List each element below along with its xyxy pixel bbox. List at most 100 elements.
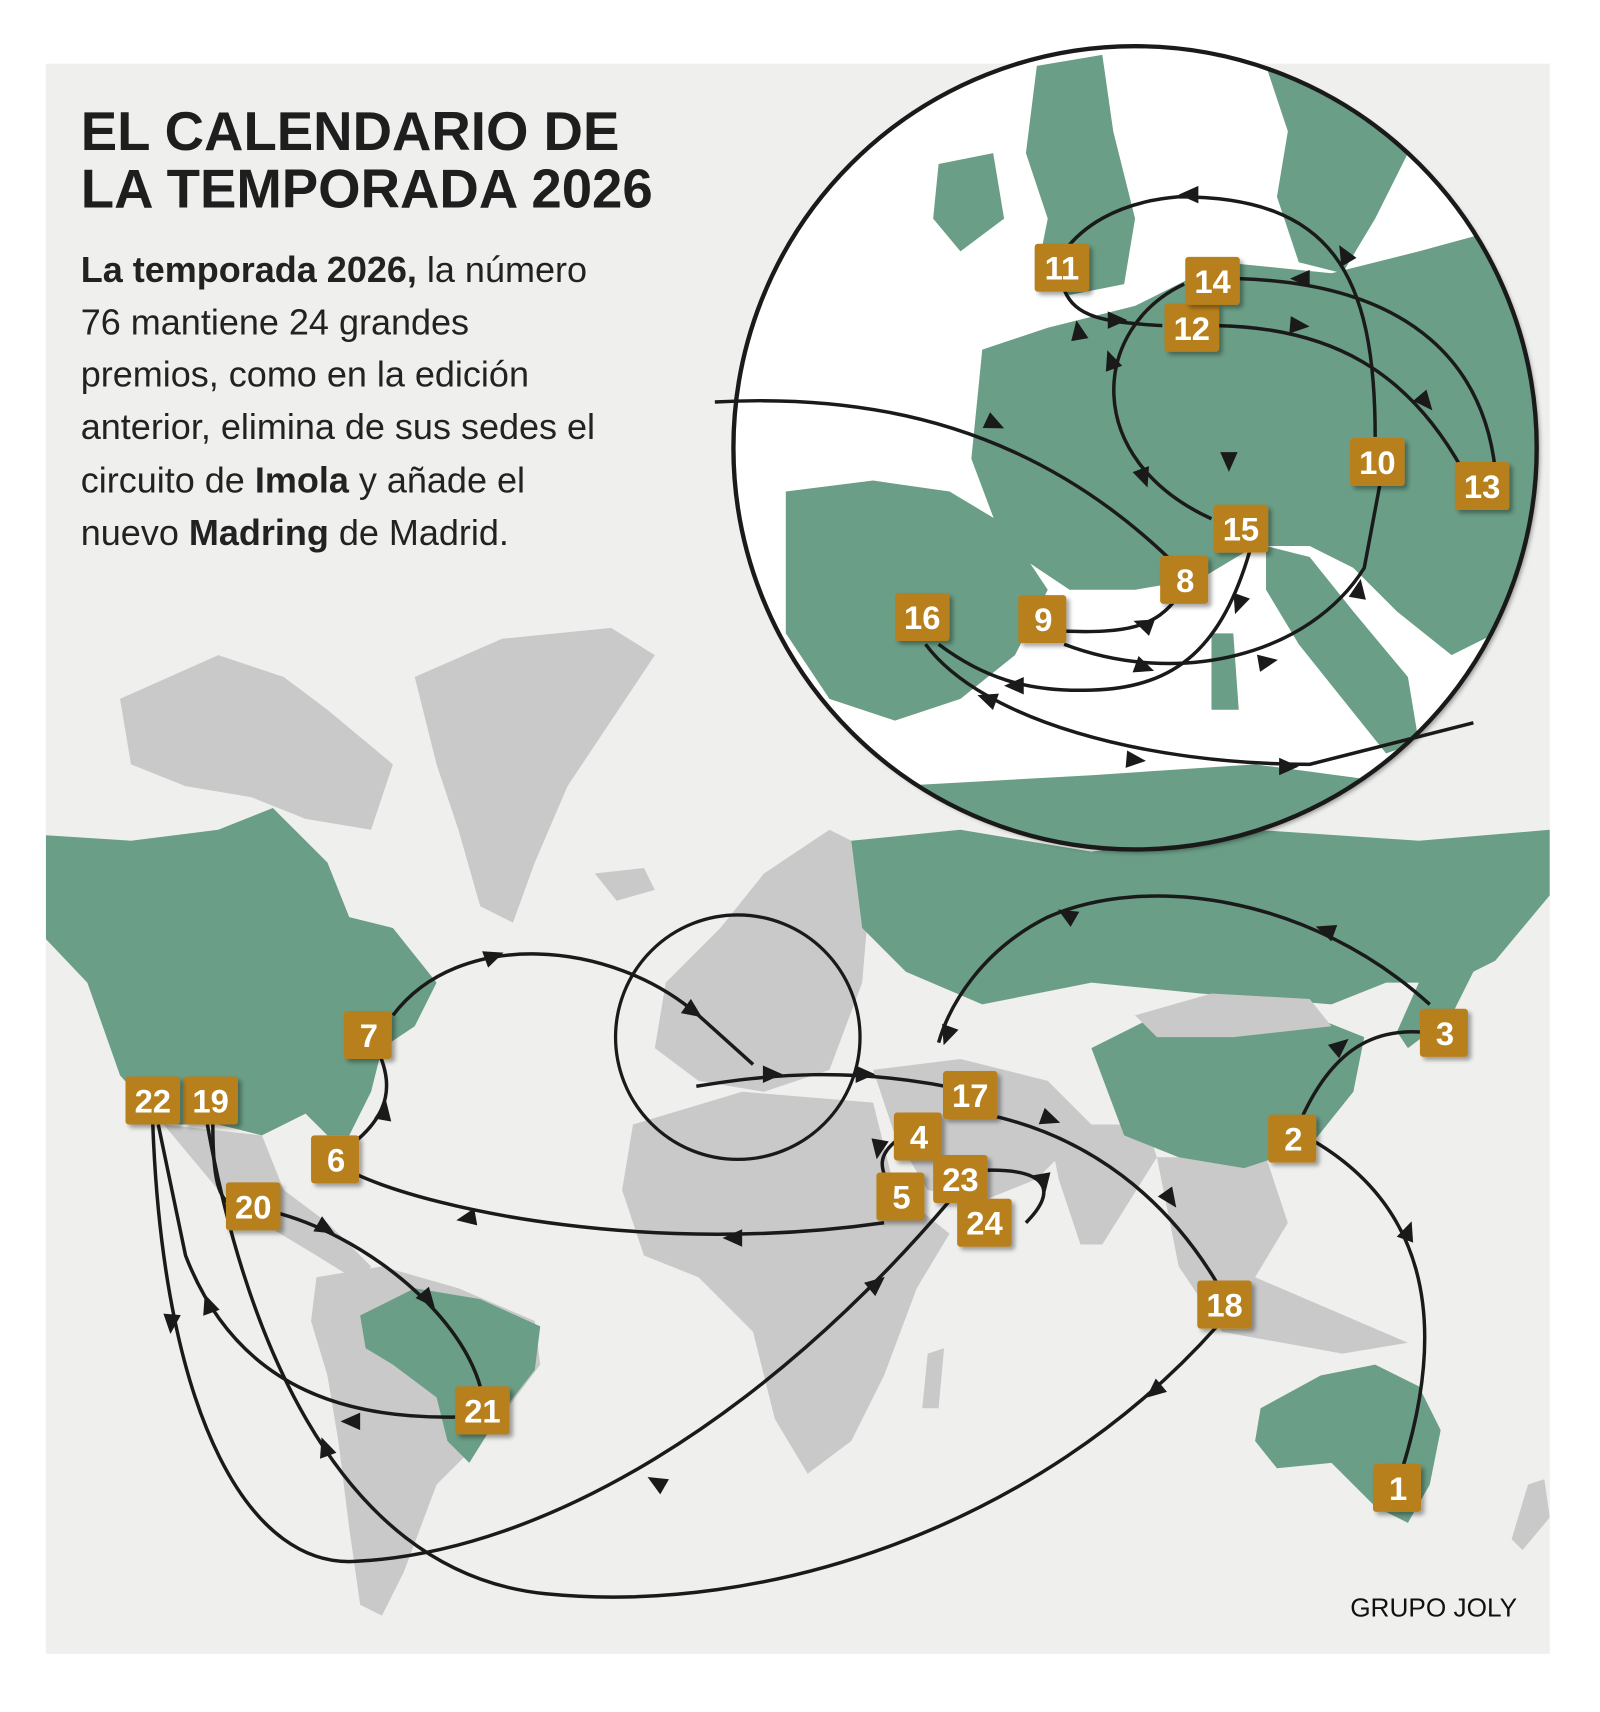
route-arrow-icon [313, 1216, 335, 1234]
marker-number: 19 [192, 1082, 228, 1119]
race-marker-7: 7 [343, 1010, 392, 1060]
race-marker-24: 24 [957, 1198, 1012, 1247]
race-marker-14: 14 [1185, 256, 1240, 305]
route-arrow-icon [456, 1208, 478, 1226]
route-arrow-icon [871, 1138, 889, 1160]
iceland [594, 868, 655, 901]
inset-britain [1025, 54, 1136, 296]
intro-line-2: 76 mantiene 24 grandes [81, 301, 469, 342]
route-arrow-icon [722, 1229, 743, 1247]
marker-number: 5 [892, 1179, 910, 1216]
marker-box [1213, 504, 1269, 553]
intro-line-6: nuevo Madring de Madrid. [81, 512, 509, 553]
marker-number: 21 [464, 1392, 500, 1429]
race-marker-23: 23 [933, 1155, 988, 1204]
race-marker-5: 5 [876, 1172, 925, 1221]
route-arrow-icon [1290, 269, 1310, 288]
route-5-6 [353, 1172, 885, 1236]
route-arrow-icon [1071, 320, 1089, 342]
race-marker-10: 10 [1350, 437, 1405, 487]
route-arrow-icon [1146, 1378, 1168, 1398]
route-arrow-icon [415, 1286, 435, 1308]
marker-box [1160, 555, 1209, 604]
marker-number: 24 [966, 1205, 1003, 1242]
route-arrow-icon [1132, 466, 1150, 488]
route-arrow-icon [1257, 654, 1278, 672]
route-13-14 [1238, 276, 1497, 470]
route-11-12 [1062, 288, 1163, 328]
intro-text: y añade el [349, 460, 525, 501]
marker-box [225, 1182, 281, 1231]
route-europe-17 [696, 1072, 972, 1094]
arctic-islands [120, 655, 393, 830]
route-arrow-icon [942, 1023, 959, 1046]
race-marker-13: 13 [1454, 462, 1510, 511]
route-arrow-icon [1289, 316, 1310, 334]
mongolia [1135, 993, 1332, 1038]
route-arrow-icon [762, 1065, 783, 1084]
middle-east [873, 1059, 1092, 1201]
marker-box [876, 1172, 925, 1221]
intro-line-4: anterior, elimina de sus sedes el [81, 406, 595, 447]
route-arrow-icon [1038, 1107, 1061, 1125]
route-arrow-icon [163, 1313, 181, 1334]
race-marker-3: 3 [1419, 1008, 1468, 1057]
credit: GRUPO JOLY [1350, 1593, 1517, 1623]
marker-box [1018, 595, 1067, 644]
marker-number: 7 [360, 1017, 378, 1054]
route-arrow-icon [1033, 1172, 1051, 1194]
intro-line-3: premios, como en la edición [81, 354, 529, 395]
route-arrow-icon [977, 693, 999, 711]
route-17-18 [981, 1111, 1219, 1284]
route-arrow-icon [1327, 1038, 1349, 1059]
route-10-11 [1062, 195, 1377, 437]
marker-box [1419, 1008, 1468, 1057]
intro-text: de Madrid. [329, 512, 509, 553]
inset-routes [714, 195, 1497, 767]
marker-number: 2 [1284, 1121, 1302, 1158]
route-arrow-icon [647, 1477, 669, 1495]
route-1-2 [1308, 1137, 1427, 1469]
north-america [45, 807, 437, 1136]
marker-number: 17 [952, 1077, 988, 1114]
route-arrow-icon [1132, 655, 1155, 673]
race-marker-18: 18 [1197, 1280, 1252, 1329]
route-14-15 [1112, 282, 1213, 521]
route-arrows [163, 185, 1433, 1495]
route-arrow-icon [1133, 619, 1155, 636]
marker-number: 12 [1174, 310, 1210, 347]
marker-number: 18 [1206, 1287, 1242, 1324]
intro-bold: Imola [255, 460, 350, 501]
marker-box [1164, 303, 1220, 352]
route-arrow-icon [340, 1412, 361, 1431]
africa [622, 1091, 950, 1474]
intro-bold: La temporada 2026, [81, 249, 417, 290]
intro-line-5: circuito de Imola y añade el [81, 460, 525, 501]
japan [1396, 938, 1479, 1049]
route-arrow-icon [1004, 677, 1024, 695]
marker-box [1185, 256, 1240, 305]
route-arrow-icon [1125, 750, 1146, 768]
race-marker-2: 2 [1268, 1114, 1317, 1163]
marker-number: 9 [1034, 601, 1052, 638]
inset-ireland [933, 153, 1005, 252]
route-arrow-icon [1279, 757, 1299, 776]
marker-box [1350, 437, 1405, 487]
route-arrow-icon [855, 1065, 876, 1084]
race-marker-11: 11 [1034, 243, 1090, 292]
route-inset-in-8 [714, 398, 1180, 570]
route-22-23 [151, 1124, 951, 1564]
route-16-out [924, 643, 1474, 767]
race-marker-17: 17 [942, 1071, 998, 1120]
race-marker-19: 19 [183, 1076, 238, 1125]
race-marker-16: 16 [894, 592, 950, 641]
route-arrow-icon [482, 951, 504, 968]
race-marker-1: 1 [1372, 1463, 1422, 1512]
route-12-13 [1216, 323, 1465, 471]
route-arrow-icon [1107, 311, 1128, 329]
route-arrow-icon [203, 1294, 220, 1316]
marker-number: 8 [1176, 562, 1194, 599]
route-arrow-icon [1396, 1221, 1414, 1243]
